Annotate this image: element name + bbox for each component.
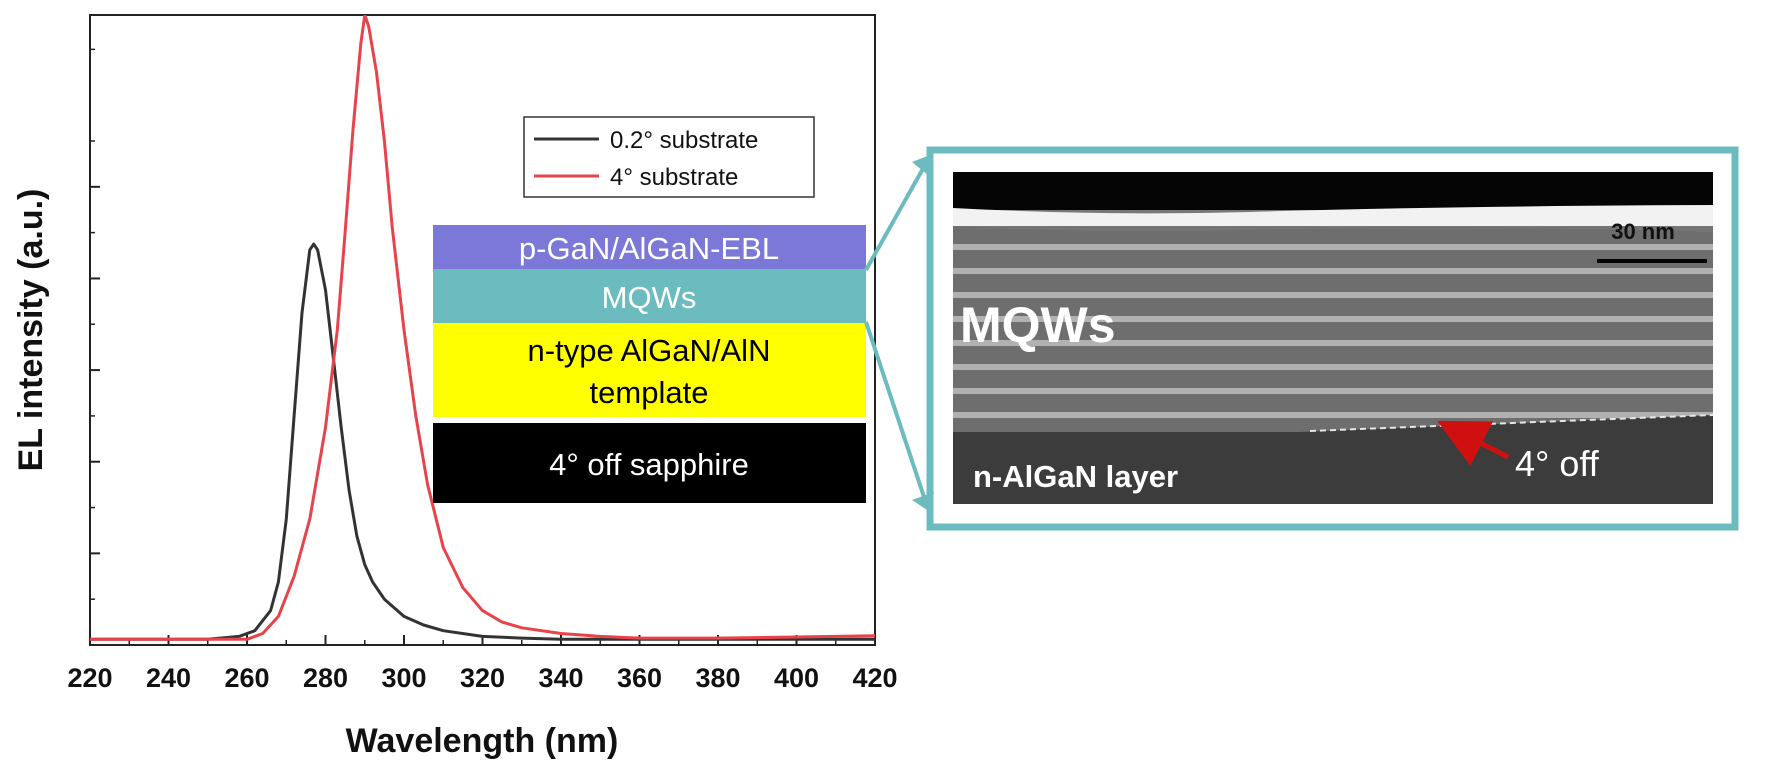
series-line-0.2-substrate: [90, 242, 875, 641]
tem-frame: [926, 146, 1739, 531]
layer-stack-schematic: p-GaN/AlGaN-EBL MQWs n-type AlGaN/AlN te…: [433, 225, 866, 503]
x-tick-label-240: 240: [146, 663, 191, 693]
x-tick-label-400: 400: [774, 663, 819, 693]
legend-box: [523, 116, 815, 198]
tem-top-dark: [953, 172, 1713, 210]
x-tick-label-260: 260: [224, 663, 269, 693]
tem-angle-label: 4° off: [1515, 443, 1600, 484]
tem-angle-arrow: [1437, 420, 1510, 466]
tem-layer-label: n-AlGaN layer: [973, 459, 1178, 494]
tem-substrate: [953, 415, 1713, 504]
y-axis-ticks: [90, 48, 100, 600]
layer-mqw: [433, 269, 866, 323]
x-tick-label-380: 380: [695, 663, 740, 693]
x-tick-label-360: 360: [617, 663, 662, 693]
legend: 0.2° substrate 4° substrate: [523, 116, 815, 198]
x-axis-tick-labels: 220 240 260 280 300 320 340 360 380 400 420: [67, 663, 897, 693]
el-spectrum-chart: 220 240 260 280 300 320 340 360 380 400 420 Wavele…: [12, 14, 898, 760]
x-axis-label: Wavelength (nm): [346, 722, 619, 760]
layer-pgan-label: p-GaN/AlGaN-EBL: [519, 231, 779, 266]
legend-label-4: 4° substrate: [610, 164, 738, 191]
x-tick-label-280: 280: [303, 663, 348, 693]
x-tick-label-220: 220: [67, 663, 112, 693]
layer-sapphire-label: 4° off sapphire: [549, 447, 749, 482]
layer-mqw-label: MQWs: [602, 280, 697, 315]
x-tick-label-320: 320: [460, 663, 505, 693]
tem-mqw-stripes: [953, 226, 1713, 432]
layer-sapphire: [433, 423, 866, 503]
tem-scale-bar-label: 30 nm: [1611, 219, 1675, 244]
layer-ntype-label-line1: n-type AlGaN/AlN: [528, 333, 771, 368]
layer-ntype: [433, 323, 866, 417]
zoom-connectors: [864, 155, 934, 512]
x-tick-label-340: 340: [538, 663, 583, 693]
legend-label-0.2: 0.2° substrate: [610, 127, 758, 154]
tem-image: 30 nm MQWs n-AlGaN layer 4° off: [926, 146, 1739, 531]
y-axis-label: EL intensity (a.u.): [12, 189, 50, 472]
series-lines: [90, 15, 875, 641]
layer-pgan: [433, 225, 866, 269]
tem-surface-bright: [953, 205, 1713, 232]
series-line-4-substrate: [90, 15, 875, 641]
tem-offcut-line: [1309, 414, 1714, 432]
tem-mqw-label: MQWs: [960, 297, 1116, 353]
x-tick-label-420: 420: [852, 663, 897, 693]
x-tick-label-300: 300: [381, 663, 426, 693]
layer-ntype-label-line2: template: [590, 375, 709, 410]
